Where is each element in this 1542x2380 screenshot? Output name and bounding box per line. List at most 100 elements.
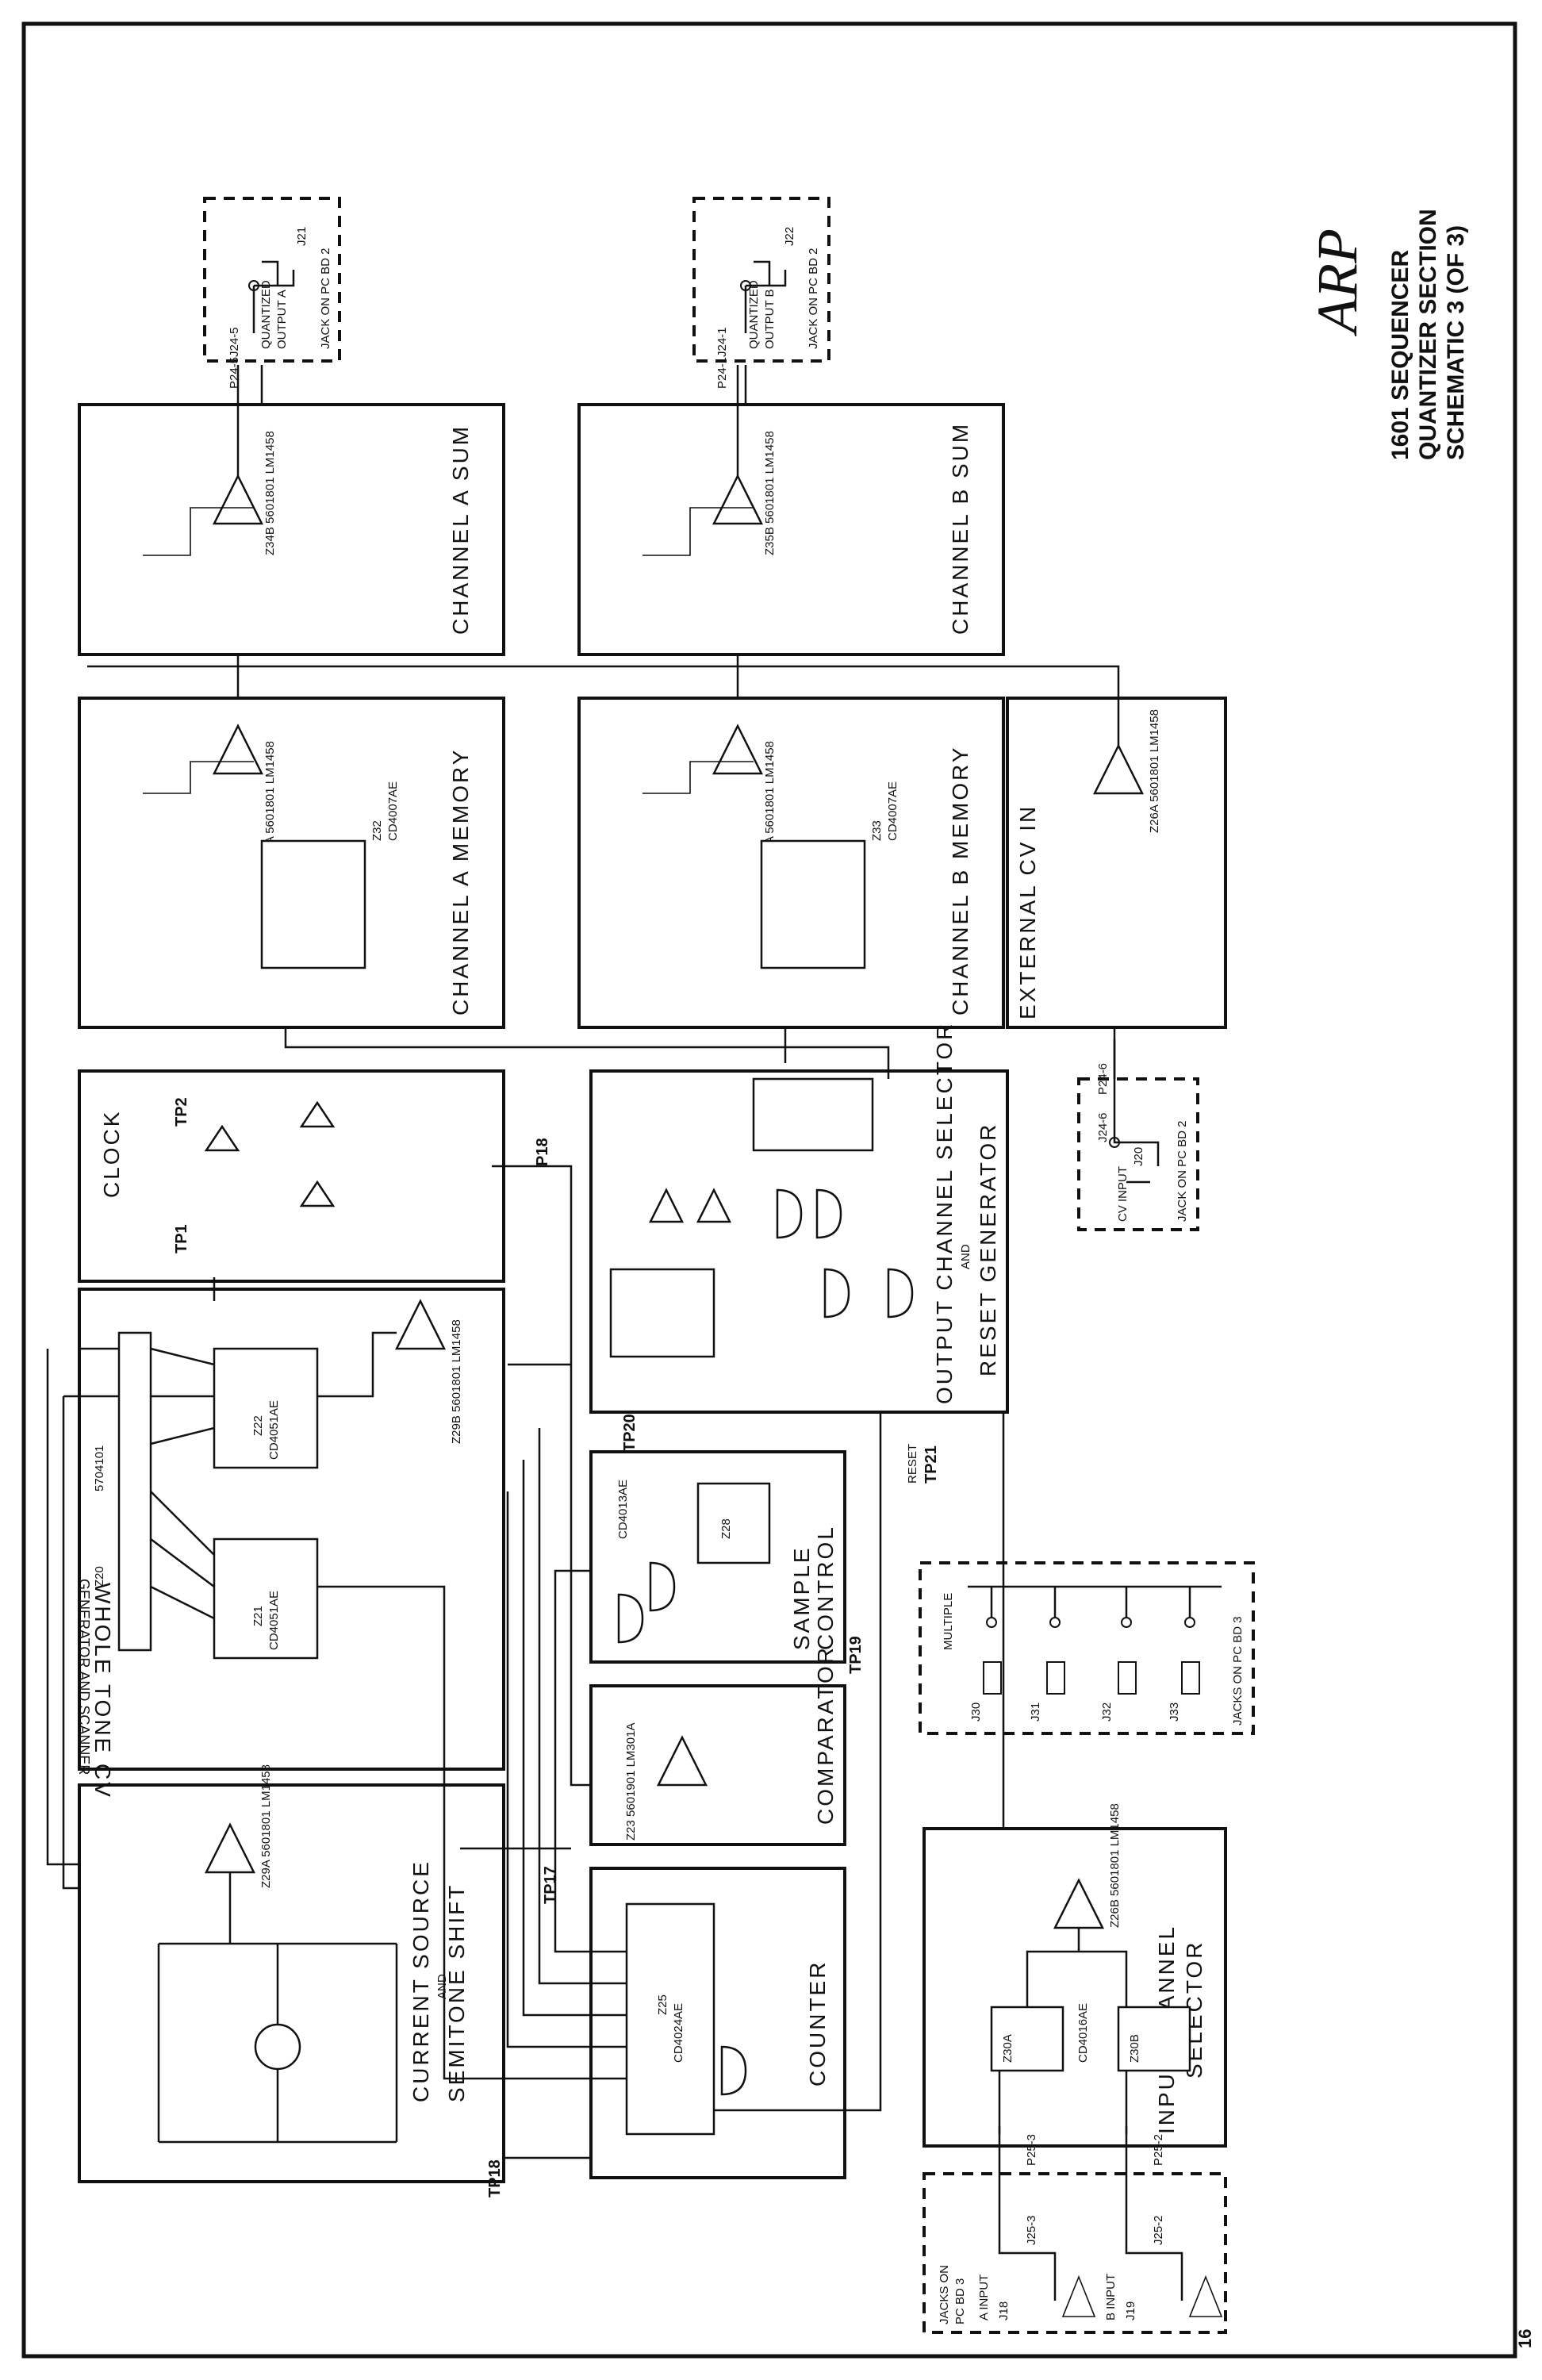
current-source-label-2: AND xyxy=(435,1974,449,1999)
chip-z25: Z25 CD4024AE TP17 TP18 xyxy=(486,1866,715,2198)
svg-text:Z26B 5601801 LM1458: Z26B 5601801 LM1458 xyxy=(1108,1803,1122,1928)
whole-tone-label-2: GENERATOR AND SCANNER xyxy=(76,1579,92,1775)
svg-text:Z21: Z21 xyxy=(251,1606,265,1626)
channel-b-sum-block xyxy=(577,403,1005,656)
svg-text:CD4007AE: CD4007AE xyxy=(886,781,900,841)
svg-text:TP21: TP21 xyxy=(923,1445,940,1484)
svg-text:Z29A 5601801 LM1458: Z29A 5601801 LM1458 xyxy=(259,1764,273,1888)
channel-b-sum-label: CHANNEL B SUM xyxy=(948,422,972,635)
output-selector-label-3: RESET GENERATOR xyxy=(976,1123,1000,1376)
channel-a-memory-block xyxy=(78,697,505,1029)
svg-text:Z32: Z32 xyxy=(370,820,384,841)
clock-block xyxy=(78,1069,505,1283)
svg-text:Z35A 5601801 LM1458: Z35A 5601801 LM1458 xyxy=(763,741,777,865)
chip-z28: Z28 CD4013AE TP20 TP21 RESET TP19 xyxy=(616,1414,940,1674)
cv-input-labels: CV INPUT J20 JACK ON PC BD 2 J24-6 P24-6 xyxy=(1096,1063,1189,1222)
svg-text:JACKS ON: JACKS ON xyxy=(938,2265,951,2324)
main-interconnects xyxy=(46,365,1120,2159)
chip-z32: Z32 CD4007AE xyxy=(260,781,400,969)
svg-text:QUANTIZED: QUANTIZED xyxy=(259,280,273,349)
comparator-label: COMPARATOR xyxy=(813,1645,838,1825)
counter-block xyxy=(589,1867,846,2179)
svg-text:JACK ON PC BD 2: JACK ON PC BD 2 xyxy=(1176,1120,1189,1222)
chip-z21: Z21 CD4051AE xyxy=(213,1537,319,1660)
svg-text:P24-1: P24-1 xyxy=(715,357,729,389)
channel-b-memory-block xyxy=(577,697,1005,1029)
svg-text:CD4007AE: CD4007AE xyxy=(386,781,400,841)
whole-tone-cv-block xyxy=(78,1288,505,1771)
whole-tone-label-1: WHOLE TONE CV xyxy=(90,1583,115,1799)
svg-text:P18: P18 xyxy=(534,1138,551,1166)
multiple-jacks-box xyxy=(919,1561,1255,1735)
title-line-3: SCHEMATIC 3 (OF 3) xyxy=(1443,225,1469,460)
chip-z22: Z22 CD4051AE xyxy=(213,1347,319,1469)
title-line-2: QUANTIZER SECTION xyxy=(1415,209,1441,460)
svg-text:J24-1: J24-1 xyxy=(715,327,729,357)
svg-text:P24-5: P24-5 xyxy=(228,357,241,389)
svg-text:Z30B: Z30B xyxy=(1128,2034,1141,2063)
svg-text:5704101: 5704101 xyxy=(93,1445,106,1491)
clock-label: CLOCK xyxy=(99,1110,124,1198)
svg-text:J30: J30 xyxy=(969,1702,983,1722)
title-block: ARP 1601 SEQUENCER QUANTIZER SECTION SCH… xyxy=(1306,209,1469,460)
svg-text:TP2: TP2 xyxy=(173,1097,190,1127)
svg-text:Z33: Z33 xyxy=(870,820,884,841)
chip-z30: Z30A Z30B CD4016AE xyxy=(990,2003,1191,2072)
svg-text:JACK ON PC BD 2: JACK ON PC BD 2 xyxy=(319,248,332,349)
svg-text:TP1: TP1 xyxy=(173,1224,190,1253)
svg-text:JACK ON PC BD 2: JACK ON PC BD 2 xyxy=(807,248,820,349)
quantized-b-labels: QUANTIZED OUTPUT B JACK ON PC BD 2 J22 J… xyxy=(715,227,820,389)
svg-text:Z34B 5601801 LM1458: Z34B 5601801 LM1458 xyxy=(263,431,277,555)
svg-text:QUANTIZED: QUANTIZED xyxy=(747,280,761,349)
channel-a-sum-block xyxy=(78,403,505,656)
title-line-1: 1601 SEQUENCER xyxy=(1387,250,1414,460)
svg-text:OUTPUT A: OUTPUT A xyxy=(275,290,289,349)
svg-text:Z25: Z25 xyxy=(656,1994,669,2015)
svg-text:PC BD 3: PC BD 3 xyxy=(953,2278,967,2324)
svg-text:Z23 5601901 LM301A: Z23 5601901 LM301A xyxy=(624,1723,638,1841)
external-cv-in-label: EXTERNAL CV IN xyxy=(1015,804,1040,1019)
svg-text:JACKS ON PC BD 3: JACKS ON PC BD 3 xyxy=(1231,1616,1245,1726)
svg-text:J25-3: J25-3 xyxy=(1025,2215,1038,2245)
svg-text:Z28: Z28 xyxy=(719,1518,733,1539)
svg-text:TP20: TP20 xyxy=(621,1414,639,1452)
svg-text:J22: J22 xyxy=(783,227,796,246)
opamp-z23: Z23 5601901 LM301A xyxy=(624,1723,708,1841)
svg-text:Z22: Z22 xyxy=(251,1415,265,1436)
current-source-label-3: SEMITONE SHIFT xyxy=(444,1883,469,2102)
sample-control-label-1: SAMPLE xyxy=(789,1545,814,1650)
opamp-z29b: Z29B 5601801 LM1458 xyxy=(394,1299,463,1444)
cv-input-box xyxy=(1077,1077,1199,1231)
channel-b-memory-label: CHANNEL B MEMORY xyxy=(948,746,972,1016)
svg-text:TP17: TP17 xyxy=(542,1866,559,1904)
input-jacks-labels: JACKS ON PC BD 3 A INPUT B INPUT J18 J19… xyxy=(938,2134,1165,2324)
svg-text:P25-3: P25-3 xyxy=(1025,2134,1038,2166)
svg-text:J24-5: J24-5 xyxy=(228,327,241,357)
current-source-block xyxy=(78,1783,505,2183)
clock-gates: TP1 TP2 xyxy=(173,1097,336,1253)
sample-control-label-2: CONTROL xyxy=(813,1525,838,1650)
current-source-label-1: CURRENT SOURCE xyxy=(409,1860,433,2102)
opamp-z29a: Z29A 5601801 LM1458 xyxy=(204,1764,273,1888)
svg-text:J33: J33 xyxy=(1168,1702,1181,1722)
svg-text:Z20: Z20 xyxy=(93,1566,106,1587)
sample-control-block xyxy=(589,1450,846,1664)
transistor-q36 xyxy=(254,2023,301,2071)
output-selector-label-1: OUTPUT CHANNEL SELECTOR xyxy=(932,1022,957,1404)
svg-text:RESET: RESET xyxy=(906,1444,919,1484)
page-border xyxy=(21,21,1517,2359)
channel-a-sum-label: CHANNEL A SUM xyxy=(448,424,473,635)
svg-text:Z35B 5601801 LM1458: Z35B 5601801 LM1458 xyxy=(763,431,777,555)
svg-text:MULTIPLE: MULTIPLE xyxy=(942,1593,955,1650)
svg-text:J25-2: J25-2 xyxy=(1152,2215,1165,2245)
external-cv-in-block xyxy=(1006,697,1227,1029)
svg-text:CD4013AE: CD4013AE xyxy=(616,1480,630,1539)
output-channel-selector-block xyxy=(589,1069,1009,1414)
svg-text:CD4051AE: CD4051AE xyxy=(267,1400,281,1460)
quantized-a-labels: QUANTIZED OUTPUT A JACK ON PC BD 2 J21 J… xyxy=(228,227,332,389)
svg-text:TP19: TP19 xyxy=(847,1636,865,1674)
svg-text:J21: J21 xyxy=(295,227,309,246)
svg-text:CD4051AE: CD4051AE xyxy=(267,1591,281,1650)
quantized-output-b-box xyxy=(692,197,830,363)
